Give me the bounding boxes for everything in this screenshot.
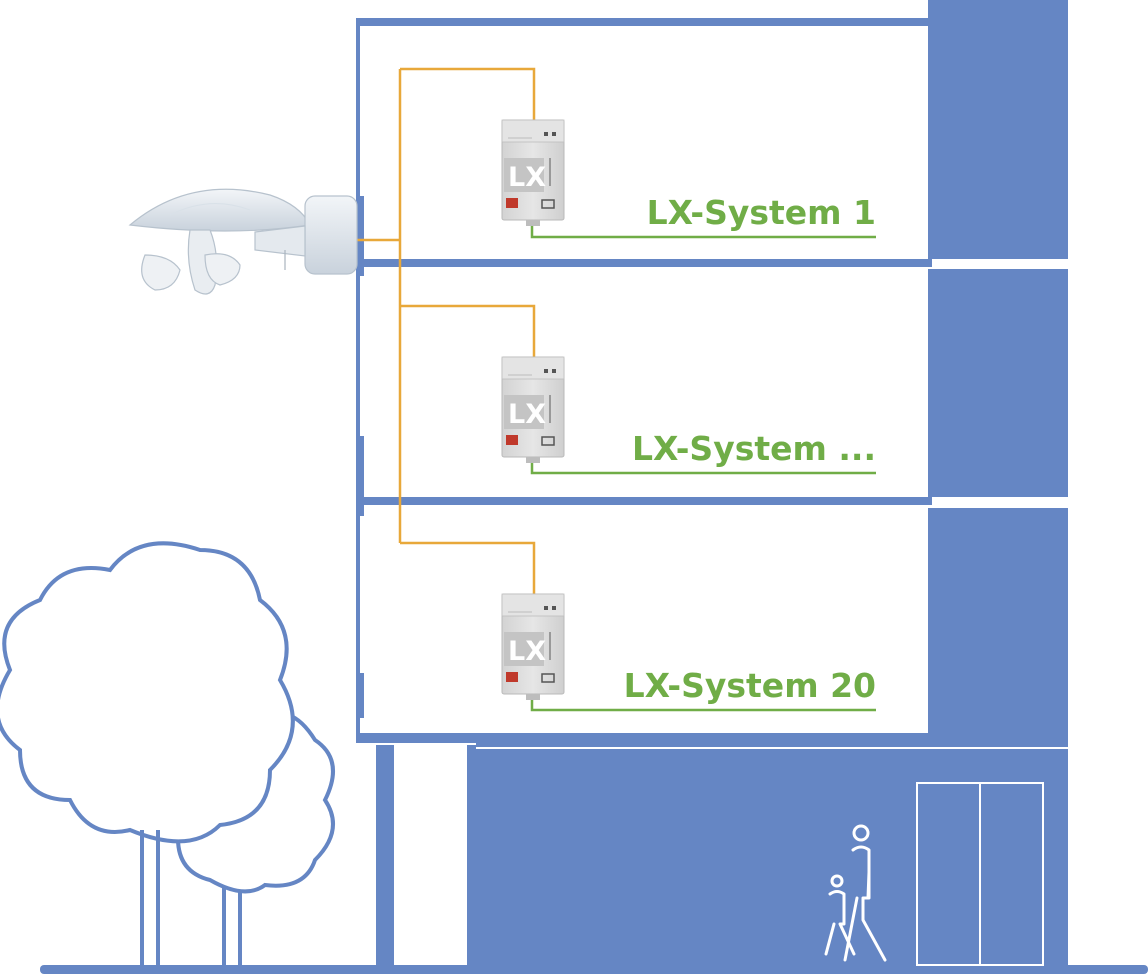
bus-wiring (356, 67, 536, 594)
lx-module-1 (501, 119, 565, 227)
lx-module-3 (501, 593, 565, 701)
weather-station-icon (128, 188, 358, 295)
system-label-3: LX-System 20 (624, 666, 876, 705)
system-label-1: LX-System 1 (647, 193, 876, 232)
pedestrian-icon (824, 824, 887, 962)
ground-floor-line (476, 747, 1068, 749)
system-label-2: LX-System ... (632, 429, 876, 468)
building (356, 0, 1068, 967)
ground (40, 965, 1148, 974)
door-icon (916, 782, 1044, 966)
tree-icon (0, 541, 335, 968)
lx-module-2 (501, 356, 565, 464)
